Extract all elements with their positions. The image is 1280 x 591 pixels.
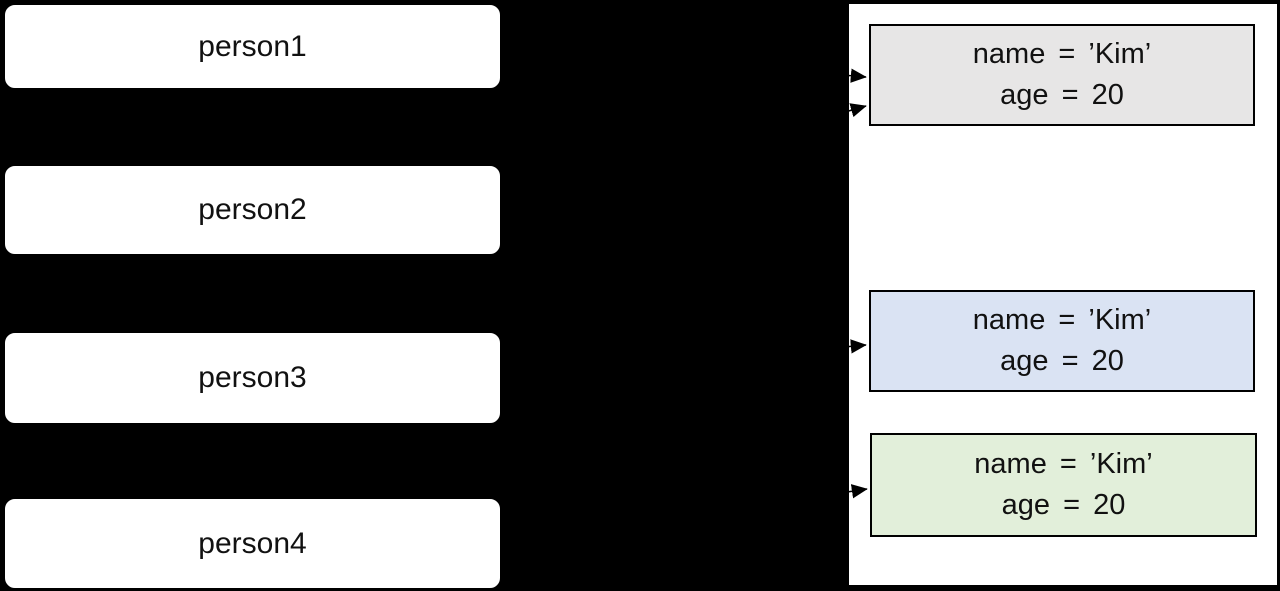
arrow-person1-to-gray-object [502, 45, 867, 83]
object-green-age-line: age = 20 [1001, 489, 1126, 521]
object-box-blue: name = ’Kim’ age = 20 [869, 290, 1255, 392]
variable-label-person3: person3 [198, 361, 307, 394]
object-box-gray: name = ’Kim’ age = 20 [869, 24, 1255, 126]
arrow-person3-to-blue-object [502, 339, 867, 379]
object-gray-name-line: name = ’Kim’ [972, 37, 1152, 70]
variable-label-person4: person4 [198, 526, 307, 560]
arrow-person4-to-green-object [502, 484, 868, 545]
object-box-green: name = ’Kim’ age = 20 [870, 433, 1257, 537]
variable-label-person2: person2 [198, 193, 307, 226]
object-blue-name-line: name = ’Kim’ [972, 303, 1152, 336]
variable-label-person1: person1 [198, 29, 307, 63]
object-green-name-line: name = ’Kim’ [974, 447, 1153, 480]
variable-box-person1: person1 [3, 3, 502, 90]
arrow-person2-to-gray-object [502, 103, 867, 211]
variable-box-person4: person4 [3, 497, 502, 590]
object-gray-age-line: age = 20 [1000, 79, 1124, 111]
variable-box-person2: person2 [3, 164, 502, 256]
object-blue-age-line: age = 20 [1000, 345, 1124, 377]
variable-box-person3: person3 [3, 331, 502, 425]
